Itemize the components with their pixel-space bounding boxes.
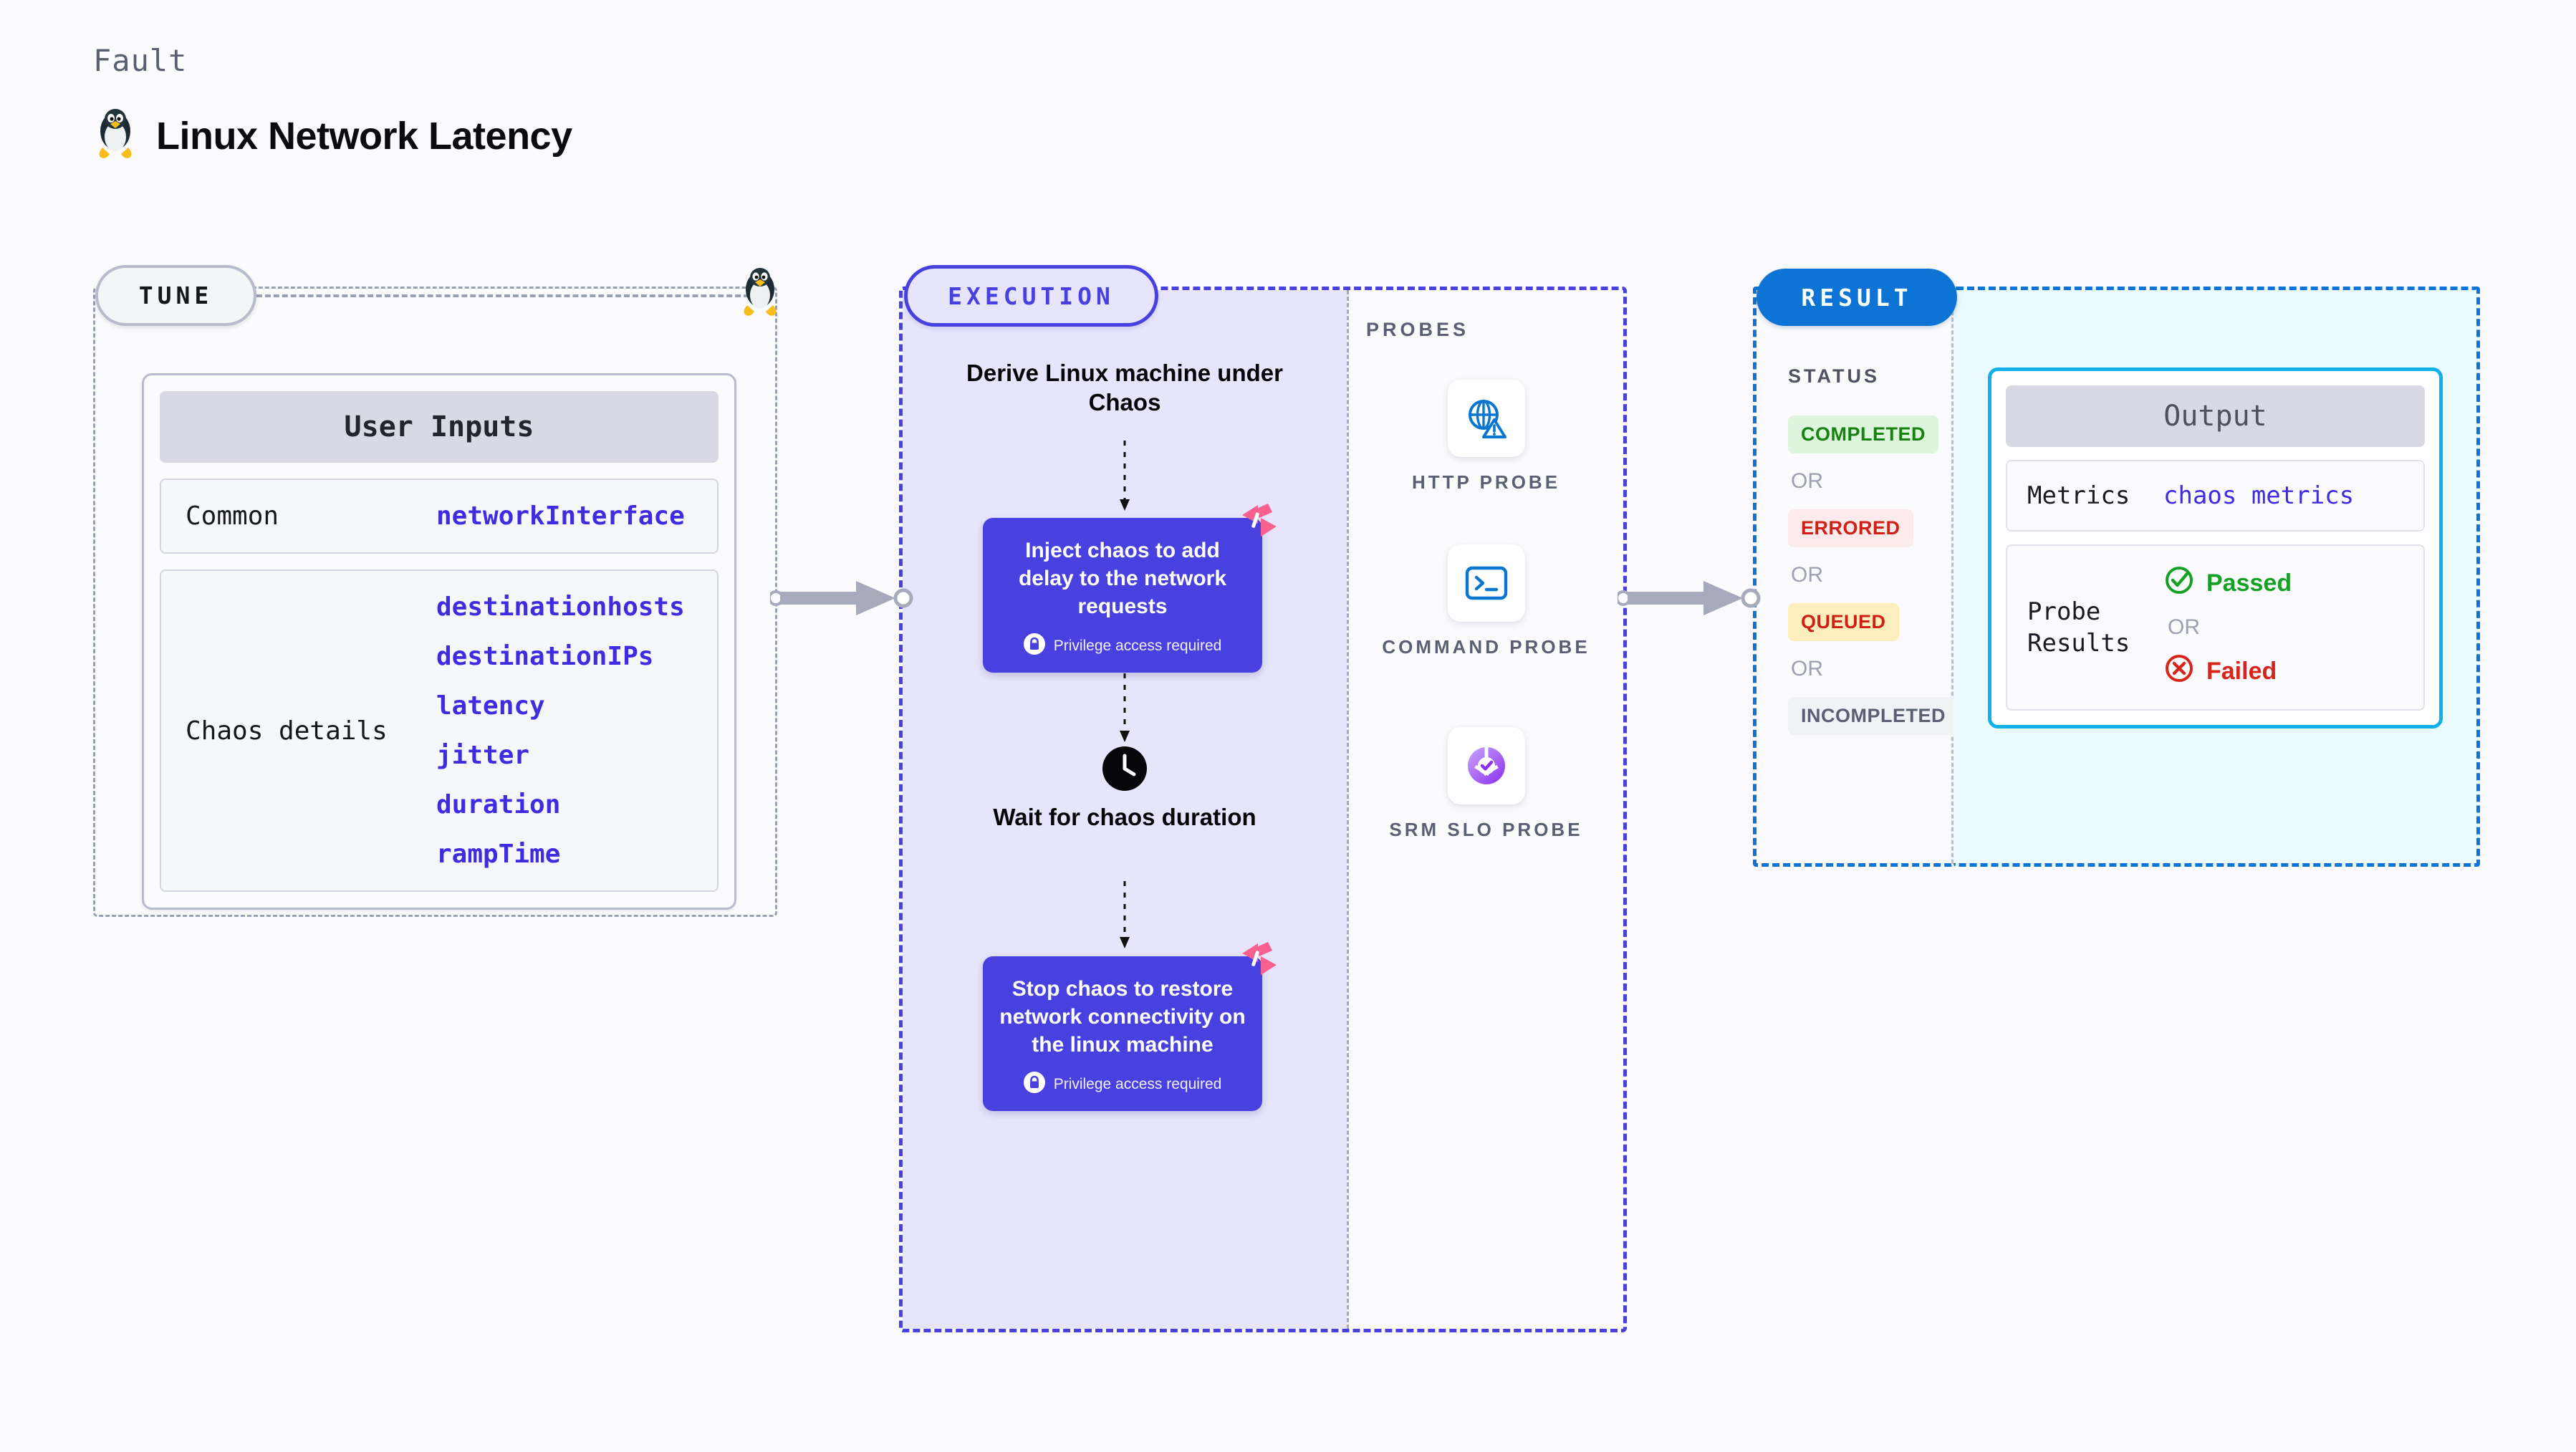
tune-panel: User Inputs Common networkInterface Chao… (93, 287, 777, 917)
probe-caption: SRM SLO PROBE (1389, 819, 1583, 840)
input-param: destinationhosts (436, 592, 685, 622)
privilege-text: Privilege access required (1053, 637, 1222, 654)
verdict-passed: Passed (2163, 564, 2292, 602)
output-metrics-value: chaos metrics (2163, 481, 2355, 511)
check-circle-icon (2163, 564, 2195, 602)
input-row-chaos-details: Chaos details destinationhosts destinati… (160, 569, 719, 892)
privilege-notice: Privilege access required (999, 633, 1246, 658)
connector-execution-to-result (1618, 581, 1761, 615)
terminal-icon (1447, 544, 1525, 622)
clock-icon (903, 745, 1347, 792)
input-row-common: Common networkInterface (160, 479, 719, 554)
input-param: duration (436, 790, 561, 819)
verdict-failed: Failed (2163, 653, 2292, 691)
status-badge-incompleted: INCOMPLETED (1788, 697, 1959, 735)
privilege-notice: Privilege access required (999, 1072, 1246, 1097)
input-param: jitter (436, 741, 530, 770)
linux-tux-icon (738, 264, 782, 323)
or-separator: OR (1791, 469, 1823, 493)
or-separator: OR (2168, 615, 2200, 640)
page-header: Fault Linux Network Latency (93, 43, 572, 165)
output-row-label: Metrics (2027, 481, 2130, 510)
execution-step-derive: Derive Linux machine under Chaos (966, 360, 1283, 416)
status-label: STATUS (1788, 365, 1880, 387)
probe-srm-slo[interactable]: SRM SLO PROBE (1349, 727, 1623, 842)
result-status-panel: STATUS COMPLETED OR ERRORED OR QUEUED OR… (1753, 287, 1959, 867)
execution-column: Derive Linux machine under Chaos Inject … (903, 290, 1347, 1329)
execution-step-text: Stop chaos to restore network connectivi… (999, 977, 1246, 1057)
probe-caption: HTTP PROBE (1411, 471, 1561, 493)
harness-logo-icon (1239, 941, 1279, 981)
probes-column: PROBES HTTP PROBE (1347, 290, 1623, 1329)
status-badge-completed: COMPLETED (1788, 415, 1939, 453)
flow-arrow-icon (903, 881, 1347, 950)
globe-warning-icon (1447, 380, 1525, 457)
or-separator: OR (1791, 563, 1823, 587)
verdict-passed-text: Passed (2206, 569, 2292, 597)
user-inputs-card: User Inputs Common networkInterface Chao… (142, 373, 736, 910)
execution-step-text: Inject chaos to add delay to the network… (1018, 539, 1227, 618)
execution-probes-panel: Derive Linux machine under Chaos Inject … (899, 287, 1627, 1332)
status-list: COMPLETED OR ERRORED OR QUEUED OR INCOMP… (1788, 415, 1959, 735)
linux-tux-icon (93, 107, 138, 165)
x-circle-icon (2163, 653, 2195, 691)
probe-http[interactable]: HTTP PROBE (1349, 380, 1623, 495)
tune-badge: TUNE (95, 265, 256, 326)
probes-label: PROBES (1366, 319, 1470, 340)
input-row-label: Chaos details (186, 716, 388, 746)
lock-icon (1023, 633, 1045, 658)
status-badge-queued: QUEUED (1788, 603, 1899, 641)
privilege-text: Privilege access required (1053, 1075, 1222, 1092)
input-param: destinationIPs (436, 642, 654, 671)
output-row-metrics: Metrics chaos metrics (2006, 460, 2425, 532)
input-param: rampTime (436, 840, 561, 869)
connector-tune-to-execution (770, 581, 913, 615)
output-card: Output Metrics chaos metrics Probe Resul… (1988, 367, 2443, 729)
output-title: Output (2006, 385, 2425, 447)
input-param: networkInterface (436, 501, 685, 531)
page-title: Linux Network Latency (93, 107, 572, 165)
input-param: latency (436, 691, 545, 721)
lock-icon (1023, 1072, 1045, 1097)
execution-step-stop-card: Stop chaos to restore network connectivi… (983, 942, 1277, 1111)
result-output-panel: Output Metrics chaos metrics Probe Resul… (1953, 287, 2480, 867)
user-inputs-title: User Inputs (160, 391, 719, 463)
result-badge: RESULT (1756, 269, 1957, 326)
execution-badge: EXECUTION (904, 265, 1158, 327)
verdict-failed-text: Failed (2206, 658, 2277, 686)
status-badge-errored: ERRORED (1788, 509, 1913, 547)
probe-caption: COMMAND PROBE (1382, 636, 1590, 658)
probe-command[interactable]: COMMAND PROBE (1349, 544, 1623, 660)
output-row-probe-results: Probe Results Passed OR (2006, 544, 2425, 711)
input-row-label: Common (186, 501, 279, 531)
flow-arrow-icon (903, 673, 1347, 744)
or-separator: OR (1791, 657, 1823, 681)
srm-slo-icon (1447, 727, 1525, 804)
tune-dashed-connector (256, 294, 758, 297)
flow-arrow-icon (903, 441, 1347, 512)
execution-step-wait: Wait for chaos duration (993, 804, 1256, 830)
output-row-label: Probe Results (2027, 597, 2130, 658)
execution-step-inject-card: Inject chaos to add delay to the network… (983, 504, 1277, 673)
eyebrow-label: Fault (93, 43, 188, 78)
page-title-text: Linux Network Latency (156, 114, 572, 158)
harness-logo-icon (1239, 502, 1279, 543)
